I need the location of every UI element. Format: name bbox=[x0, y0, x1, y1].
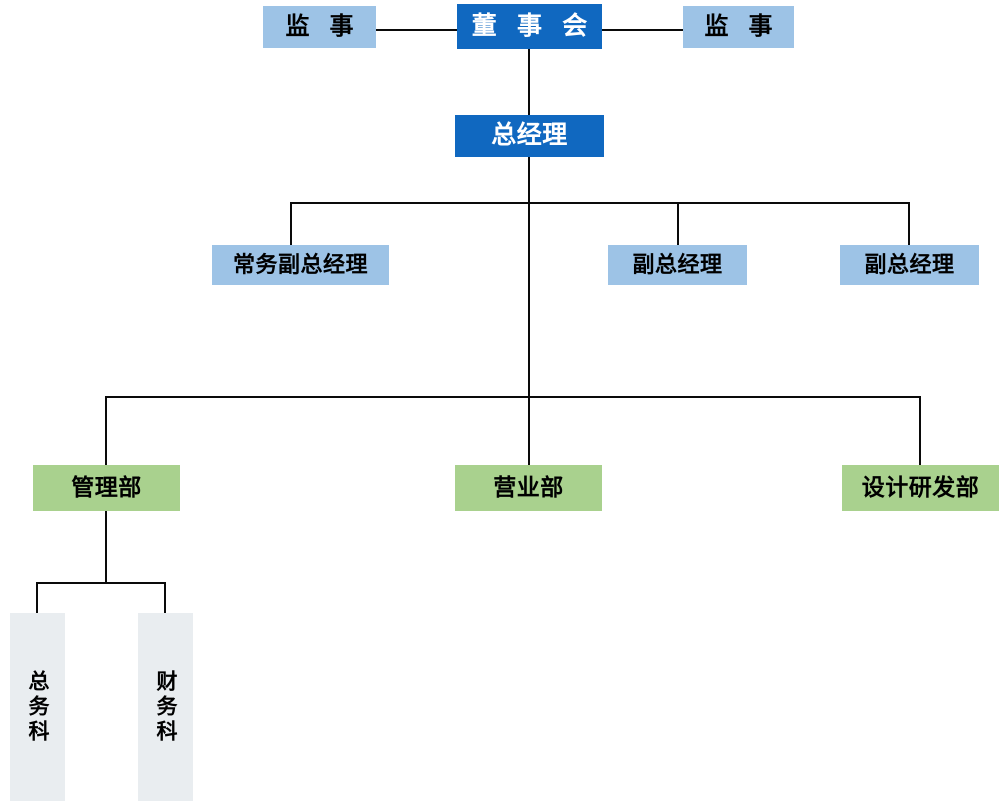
node-vice-president-1[interactable]: 副总经理 bbox=[608, 245, 747, 285]
connector-board-to-general-manager bbox=[528, 47, 530, 116]
node-board-of-directors[interactable]: 董 事 会 bbox=[457, 4, 602, 49]
node-general-affairs-section-label: 总务科 bbox=[26, 669, 51, 745]
connector-admin-dept-trunk bbox=[105, 511, 107, 583]
node-board-of-directors-label: 董 事 会 bbox=[471, 12, 595, 40]
connector-drop-executive-vp bbox=[290, 202, 292, 246]
node-executive-vice-president-label: 常务副总经理 bbox=[232, 251, 368, 277]
node-supervisor-left-label: 监 事 bbox=[285, 13, 361, 40]
node-sales-department-label: 营业部 bbox=[493, 475, 564, 501]
connector-bus-sections bbox=[36, 582, 166, 584]
connector-bus-departments bbox=[105, 396, 921, 398]
node-executive-vice-president[interactable]: 常务副总经理 bbox=[212, 245, 389, 285]
node-general-affairs-section[interactable]: 总务科 bbox=[10, 613, 65, 801]
connector-drop-finance bbox=[164, 582, 166, 614]
node-general-manager[interactable]: 总经理 bbox=[455, 115, 604, 157]
node-administration-department[interactable]: 管理部 bbox=[33, 465, 180, 511]
connector-board-to-supervisor-left bbox=[375, 29, 458, 31]
node-vice-president-2[interactable]: 副总经理 bbox=[840, 245, 979, 285]
connector-gm-trunk bbox=[528, 156, 530, 398]
node-finance-section[interactable]: 财务科 bbox=[138, 613, 193, 801]
node-sales-department[interactable]: 营业部 bbox=[455, 465, 602, 511]
connector-drop-vp-2 bbox=[908, 202, 910, 246]
node-vice-president-2-label: 副总经理 bbox=[864, 251, 955, 277]
node-design-rnd-department-label: 设计研发部 bbox=[861, 475, 980, 501]
node-finance-section-label: 财务科 bbox=[154, 669, 179, 745]
node-supervisor-right[interactable]: 监 事 bbox=[683, 6, 794, 48]
connector-bus-vice-presidents bbox=[290, 202, 910, 204]
connector-drop-general-affairs bbox=[36, 582, 38, 614]
node-design-rnd-department[interactable]: 设计研发部 bbox=[842, 465, 999, 511]
node-vice-president-1-label: 副总经理 bbox=[632, 251, 723, 277]
node-administration-department-label: 管理部 bbox=[71, 475, 142, 501]
node-supervisor-right-label: 监 事 bbox=[704, 13, 780, 40]
connector-drop-rnd-dept bbox=[919, 396, 921, 465]
connector-drop-admin-dept bbox=[105, 396, 107, 465]
node-supervisor-left[interactable]: 监 事 bbox=[263, 6, 376, 48]
connector-board-to-supervisor-right bbox=[601, 29, 684, 31]
connector-drop-sales-dept bbox=[528, 396, 530, 465]
connector-drop-vp-1 bbox=[677, 202, 679, 246]
node-general-manager-label: 总经理 bbox=[491, 122, 568, 150]
